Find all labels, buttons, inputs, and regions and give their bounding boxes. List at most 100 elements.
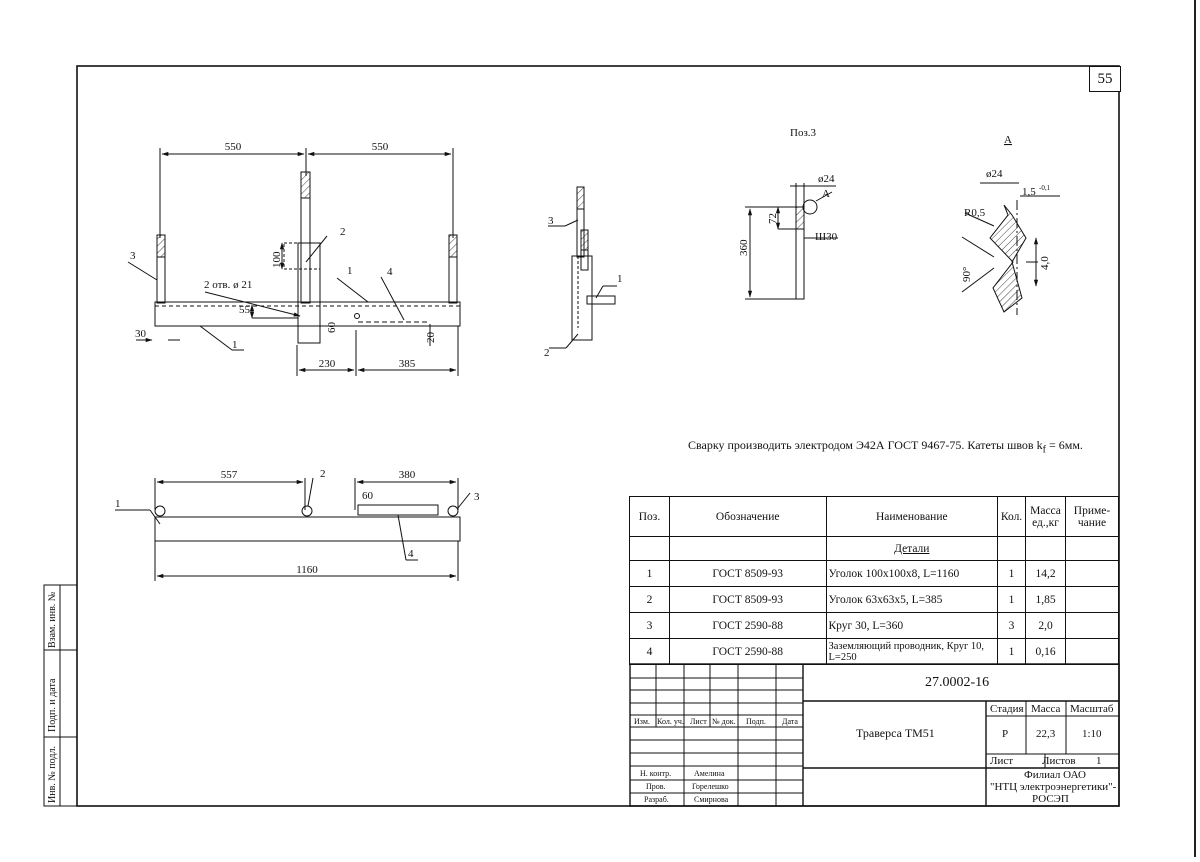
dim-230: 230 — [319, 358, 336, 370]
welding-note-sub: f — [1042, 444, 1046, 456]
col-header-sign: Подп. — [746, 717, 766, 726]
spec-pos: 4 — [629, 638, 670, 665]
side-callout-3: 3 — [548, 215, 554, 227]
side-view — [548, 186, 617, 349]
callout-2: 2 — [340, 226, 346, 238]
dim-550-left: 550 — [225, 141, 242, 153]
callout-3: 3 — [130, 250, 136, 262]
bottom-callout-4: 4 — [408, 548, 414, 560]
page-number: 55 — [1089, 66, 1121, 92]
scale-label: Масштаб — [1070, 703, 1114, 715]
spec-doc: ГОСТ 2590-88 — [668, 612, 827, 639]
spec-doc: ГОСТ 8509-93 — [668, 586, 827, 613]
spec-pos: 2 — [629, 586, 670, 613]
detail-A-labels: А ø24 1,5 -0,1 R0,5 90° 4,0 — [961, 134, 1051, 282]
sheet-label: Лист — [990, 755, 1014, 767]
spec-mass: 0,16 — [1025, 638, 1066, 665]
drawing-code: 27.0002-16 — [925, 675, 990, 690]
spec-name: Уголок 63х63х5, L=385 — [825, 586, 999, 613]
signer-role: Разраб. — [644, 795, 669, 804]
pos3-view — [745, 183, 838, 300]
pos3-callout-A: А — [822, 188, 830, 200]
detail-A-title: А — [1004, 134, 1012, 146]
scale-value: 1:10 — [1082, 728, 1102, 740]
side-label-inv: Инв. № подл. — [47, 746, 58, 803]
org-line-2: "НТЦ электроэнергетики"- — [990, 781, 1117, 793]
bottom-callout-2: 2 — [320, 468, 326, 480]
spec-section: Детали — [825, 536, 999, 561]
dim-385: 385 — [399, 358, 416, 370]
table-row: 2 ГОСТ 8509-93 Уголок 63х63х5, L=385 1 1… — [629, 586, 1119, 613]
callout-1a: 1 — [347, 265, 353, 277]
signer-name: Смирнова — [694, 795, 729, 804]
dim-30: 30 — [135, 328, 147, 340]
org-line-3: РОСЭП — [1032, 793, 1069, 805]
pos3-dim-72: 72 — [767, 213, 779, 224]
spec-header-note: Приме- чание — [1065, 496, 1119, 537]
org-line-1: Филиал ОАО — [1024, 769, 1086, 781]
spec-header-qty: Кол. — [997, 496, 1027, 537]
side-callout-1: 1 — [617, 273, 623, 285]
spec-name: Круг 30, L=360 — [825, 612, 999, 639]
pos3-title: Поз.3 — [790, 127, 817, 139]
signer-role: Н. контр. — [640, 769, 672, 778]
bottom-callout-1: 1 — [115, 498, 121, 510]
spec-doc: ГОСТ 8509-93 — [668, 560, 827, 587]
callout-1b: 1 — [232, 339, 238, 351]
pos3-labels: Поз.3 ø24 72 360 Ш30 А — [738, 127, 838, 256]
spec-header-mass: Масса ед.,кг — [1025, 496, 1066, 537]
col-header-doc: № док. — [712, 717, 736, 726]
stage-value: Р — [1002, 728, 1009, 740]
col-header-date: Дата — [782, 717, 798, 726]
spec-header-pos: Поз. — [629, 496, 670, 537]
spec-mass: 14,2 — [1025, 560, 1066, 587]
stage-label: Стадия — [990, 703, 1024, 715]
sheet-frame — [76, 65, 1120, 807]
dim-1160: 1160 — [296, 564, 318, 576]
dim-60-bottom: 60 — [362, 490, 374, 502]
table-row: 1 ГОСТ 8509-93 Уголок 100х100х8, L=1160 … — [629, 560, 1119, 587]
pos3-thread: Ш30 — [815, 231, 838, 243]
dim-20: 20 — [425, 332, 437, 344]
spec-mass: 1,85 — [1025, 586, 1066, 613]
dim-550-right: 550 — [372, 141, 389, 153]
main-view — [127, 148, 461, 376]
table-row: 4 ГОСТ 2590-88 Заземляющий проводник, Кр… — [629, 638, 1119, 665]
col-header-izm: Изм. — [634, 717, 650, 726]
spec-note — [1065, 638, 1119, 665]
spec-qty: 1 — [997, 560, 1027, 587]
detail-A-tol-sup: -0,1 — [1039, 184, 1051, 192]
spec-mass: 2,0 — [1025, 612, 1066, 639]
detail-A-angle: 90° — [961, 267, 973, 282]
spec-section-row: Детали — [629, 536, 1119, 561]
spec-pos: 3 — [629, 612, 670, 639]
bottom-view — [115, 477, 471, 581]
spec-table: Поз. Обозначение Наименование Кол. Масса… — [629, 496, 1119, 665]
signer-role: Пров. — [646, 782, 666, 791]
detail-A-radius: R0,5 — [964, 207, 986, 219]
drawing-name: Траверса ТМ51 — [856, 726, 935, 740]
table-row: 3 ГОСТ 2590-88 Круг 30, L=360 3 2,0 — [629, 612, 1119, 639]
side-label-sign: Подп. и дата — [47, 678, 58, 732]
bottom-view-labels: 557 380 60 1160 1 2 3 4 — [115, 468, 480, 576]
spec-name: Заземляющий проводник, Круг 10, L=250 — [825, 638, 999, 665]
spec-note — [1065, 586, 1119, 613]
spec-pos: 1 — [629, 560, 670, 587]
dim-60: 60 — [326, 322, 338, 334]
detail-A-depth: 4,0 — [1039, 256, 1051, 270]
hole-label: 2 отв. ø 21 — [204, 279, 252, 291]
spec-qty: 1 — [997, 638, 1027, 665]
side-stamp — [43, 584, 78, 807]
spec-note — [1065, 560, 1119, 587]
main-view-labels: 550 550 230 385 30 55 60 20 100 2 отв. ø… — [130, 141, 437, 370]
signer-name: Горелешко — [692, 782, 729, 791]
spec-header-doc: Обозначение — [668, 496, 827, 537]
side-view-labels: 3 1 2 — [544, 215, 623, 359]
spec-header-name: Наименование — [825, 496, 999, 537]
sheets-value: 1 — [1096, 755, 1102, 767]
bottom-callout-3: 3 — [474, 491, 480, 503]
welding-note-text: Сварку производить электродом Э42А ГОСТ … — [688, 438, 1043, 452]
col-header-kol: Кол. уч. — [657, 717, 684, 726]
